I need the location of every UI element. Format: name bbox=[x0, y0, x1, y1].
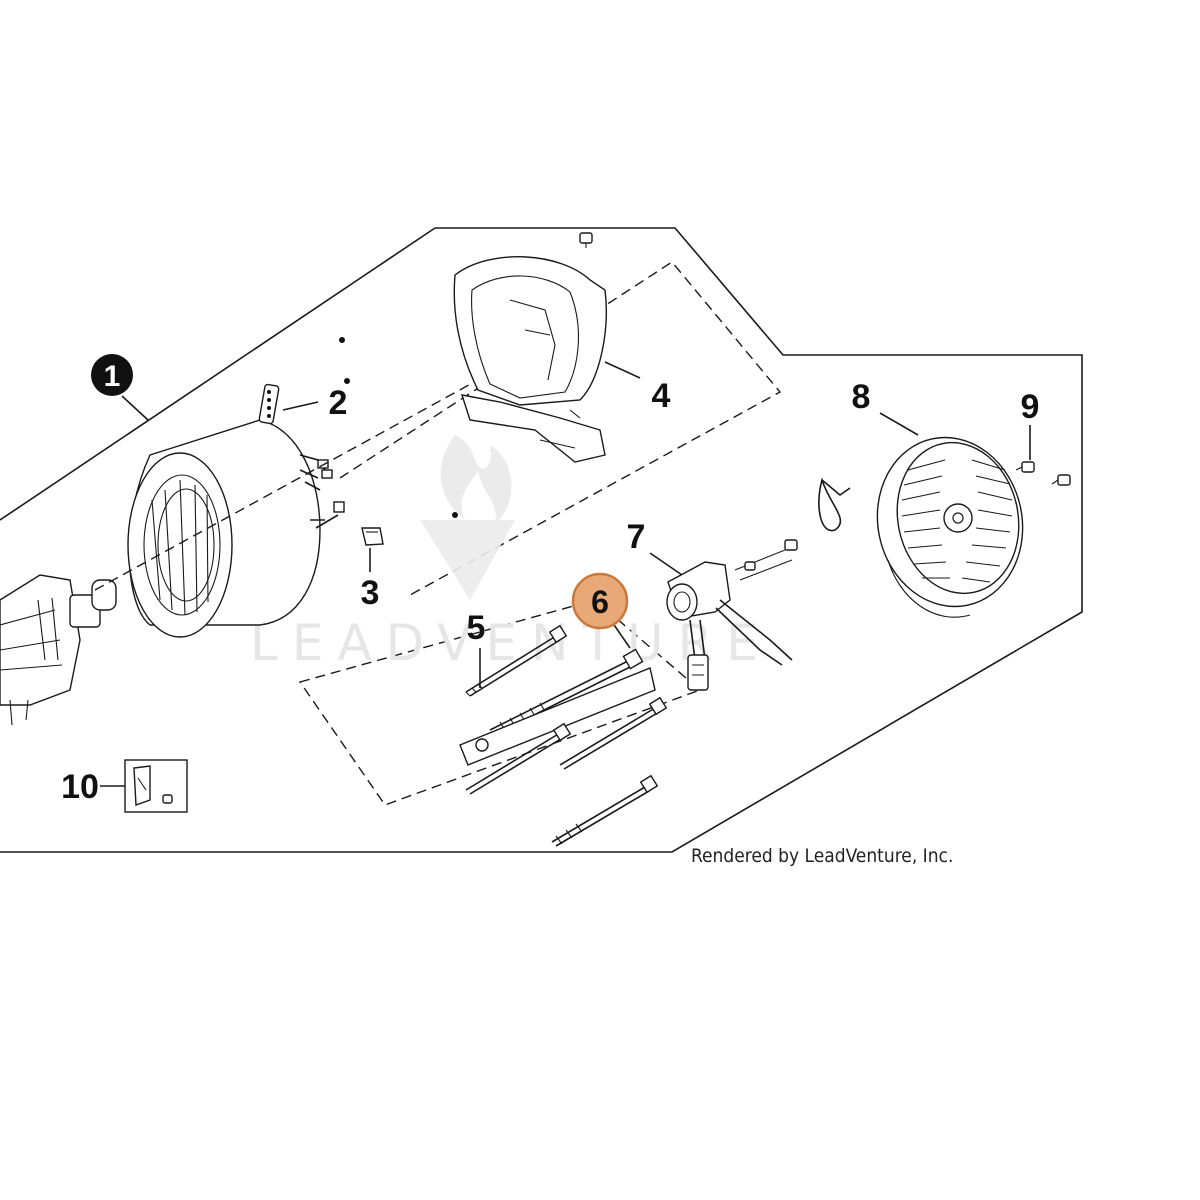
callout-8-leader bbox=[879, 412, 919, 436]
bracket-kit-part bbox=[124, 759, 188, 813]
stator-part bbox=[127, 419, 345, 638]
callout-2-leader bbox=[282, 401, 319, 411]
callout-1-badge[interactable] bbox=[91, 354, 133, 396]
watermark-text: LEADVENTURE bbox=[250, 614, 772, 672]
callout-10-label[interactable]: 10 bbox=[61, 768, 99, 806]
clip-part bbox=[361, 512, 458, 546]
voltage-regulator-part bbox=[666, 477, 851, 691]
assembly-outline bbox=[0, 227, 1083, 853]
callout-7-leader bbox=[649, 552, 683, 576]
callout-6-leader bbox=[611, 621, 631, 649]
callout-4-leader bbox=[604, 361, 641, 379]
render-credit: Rendered by LeadVenture, Inc. bbox=[691, 845, 953, 867]
callout-6-badge[interactable] bbox=[571, 572, 629, 630]
callout-3-label[interactable]: 3 bbox=[361, 574, 380, 612]
rotor-shaft-part bbox=[0, 574, 117, 726]
callout-7-label[interactable]: 7 bbox=[627, 518, 646, 556]
through-bolts-part bbox=[459, 624, 668, 847]
callout-9-label[interactable]: 9 bbox=[1021, 388, 1040, 426]
callout-1-label: 1 bbox=[104, 360, 121, 393]
callout-4-label[interactable]: 4 bbox=[652, 377, 671, 415]
screws-part bbox=[1015, 461, 1071, 486]
callout-1-leader bbox=[121, 395, 149, 421]
fan-cover-part bbox=[876, 436, 1024, 618]
callout-5-label[interactable]: 5 bbox=[467, 609, 486, 647]
callout-6-label: 6 bbox=[591, 584, 609, 620]
callout-2-label[interactable]: 2 bbox=[329, 384, 348, 422]
leadventure-watermark-logo bbox=[420, 435, 515, 600]
end-housing-part bbox=[453, 232, 607, 463]
callout-8-label[interactable]: 8 bbox=[852, 378, 871, 416]
terminal-block-part bbox=[258, 337, 350, 425]
